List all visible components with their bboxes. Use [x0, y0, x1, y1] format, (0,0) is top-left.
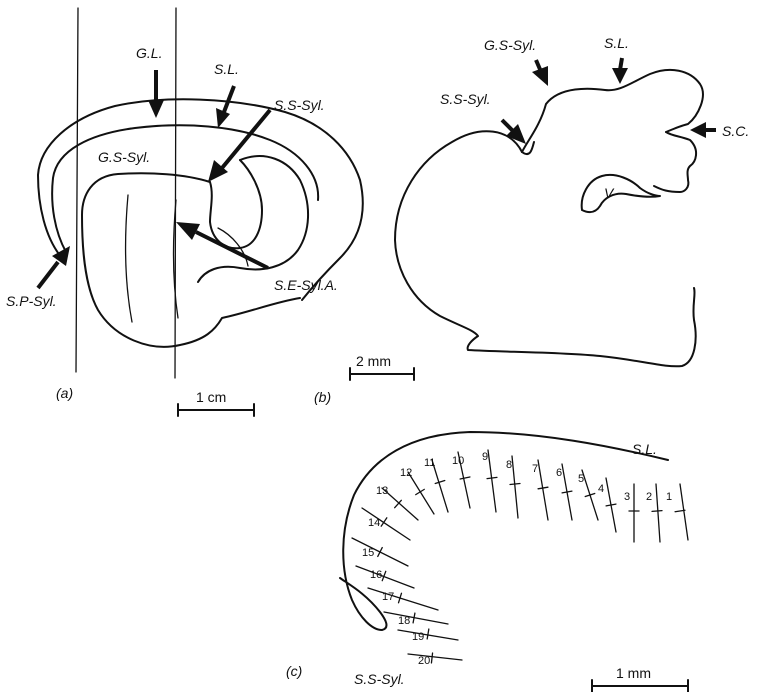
track-tick-mark	[562, 491, 572, 493]
track-number-label: 14	[368, 517, 380, 529]
electrode-track	[538, 460, 548, 520]
track-number-label: 3	[624, 491, 630, 503]
track-number-label: 12	[400, 467, 412, 479]
electrode-track	[384, 612, 448, 624]
track-number-label: 19	[412, 631, 424, 643]
label-b-sc: S.C.	[722, 123, 749, 139]
arrow-psyl	[38, 246, 70, 288]
panel-a-label: (a)	[56, 385, 73, 401]
panel-c-label: (c)	[286, 663, 302, 679]
coronal-section-outline	[395, 131, 696, 366]
track-number-label: 7	[532, 463, 538, 475]
label-b-v: V	[604, 185, 615, 201]
label-sl: S.L.	[214, 61, 239, 77]
track-number-label: 1	[666, 491, 672, 503]
hemisphere-outline	[38, 99, 363, 300]
track-number-label: 2	[646, 491, 652, 503]
scale-label-a: 1 cm	[196, 389, 226, 405]
track-number-label: 6	[556, 467, 562, 479]
track-number-label: 17	[382, 591, 394, 603]
track-number-label: 20	[418, 655, 430, 667]
track-tick-mark	[487, 477, 497, 478]
track-number-label: 16	[370, 569, 382, 581]
label-c-ssyl: S.S-Syl.	[354, 671, 405, 687]
temporal-lobe	[82, 173, 300, 347]
arrow-sl	[216, 86, 234, 128]
track-tick-mark	[606, 504, 616, 506]
panel-b: G.S-Syl. S.L. S.S-Syl. S.C. V (b) 2 mm	[314, 35, 749, 405]
track-number-label: 8	[506, 459, 512, 471]
arrow-b-gssyl	[532, 60, 548, 86]
section-line-right	[175, 8, 176, 378]
track-number-label: 4	[598, 483, 604, 495]
label-b-ssyl: S.S-Syl.	[440, 91, 491, 107]
track-tick-mark	[378, 548, 382, 557]
electrode-track	[680, 484, 688, 540]
arrow-esyla	[176, 222, 268, 268]
electrode-track	[488, 450, 496, 512]
panel-a: G.L. S.L. S.S-Syl. G.S-Syl. S.E-Syl.A. S…	[6, 8, 363, 416]
track-number-label: 10	[452, 455, 464, 467]
scale-label-b: 2 mm	[356, 353, 391, 369]
track-number-label: 18	[398, 615, 410, 627]
section-line-left	[76, 8, 78, 372]
electrode-track	[512, 456, 518, 518]
track-number-label: 13	[376, 485, 388, 497]
electrode-track	[356, 566, 414, 588]
electrode-track	[368, 588, 438, 610]
arrow-b-sl	[612, 58, 628, 84]
suprasylvian-gyrus-rim	[52, 125, 318, 252]
arrow-b-sc	[690, 122, 716, 138]
label-b-sl: S.L.	[604, 35, 629, 51]
scale-bar-b	[350, 368, 414, 380]
scale-bar-c	[592, 680, 688, 692]
electrode-track	[656, 484, 660, 542]
track-tick-mark	[460, 477, 470, 479]
section-top-outline	[522, 70, 703, 152]
track-tick-mark	[431, 653, 432, 663]
scale-label-c: 1 mm	[616, 665, 651, 681]
label-gssyl: G.S-Syl.	[98, 149, 150, 165]
sulcus-c-notch	[654, 132, 696, 192]
label-c-sl: S.L.	[632, 441, 657, 457]
electrode-track	[408, 654, 462, 660]
track-tick-mark	[652, 511, 662, 512]
track-number-label: 9	[482, 451, 488, 463]
label-esyla: S.E-Syl.A.	[274, 277, 338, 293]
label-b-gssyl: G.S-Syl.	[484, 37, 536, 53]
scale-bar-a	[178, 404, 254, 416]
track-tick-mark	[427, 629, 429, 639]
label-gl: G.L.	[136, 45, 162, 61]
track-number-label: 15	[362, 547, 374, 559]
track-tick-mark	[435, 481, 445, 484]
track-tick-mark	[413, 613, 415, 623]
track-number-label: 5	[578, 473, 584, 485]
sulcus-line-1	[126, 195, 132, 322]
arrow-gl	[148, 70, 164, 118]
ventricle-v	[582, 175, 660, 212]
label-psyl: S.P-Syl.	[6, 293, 57, 309]
label-ssyl: S.S-Syl.	[274, 97, 325, 113]
track-tick-mark	[538, 487, 548, 489]
panel-b-label: (b)	[314, 389, 331, 405]
track-tick-mark	[510, 484, 520, 485]
track-number-label: 11	[424, 457, 435, 469]
